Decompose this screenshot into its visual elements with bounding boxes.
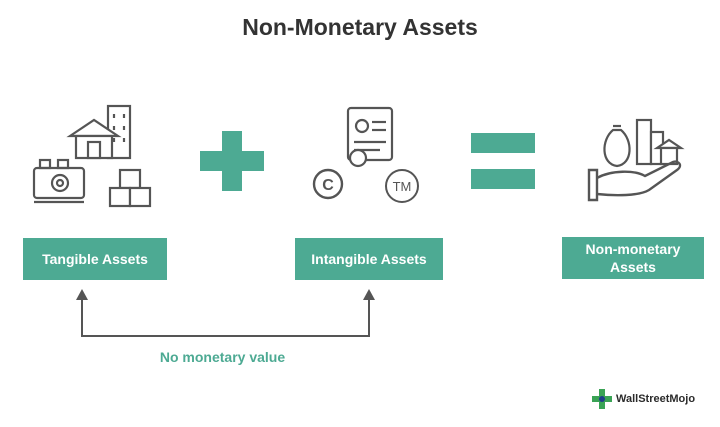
tangible-assets-box: Tangible Assets	[23, 238, 167, 280]
intangible-assets-label: Intangible Assets	[311, 251, 427, 267]
intangible-assets-box: Intangible Assets	[295, 238, 443, 280]
intangible-assets-icons: C TM	[312, 106, 419, 203]
tangible-assets-icons	[32, 104, 152, 208]
machine-gear-icon	[32, 158, 86, 204]
logo-mark-icon	[592, 389, 612, 409]
non-monetary-assets-icon	[587, 118, 685, 202]
buildings-icon	[635, 118, 685, 166]
copyright-symbol: C	[322, 177, 334, 194]
non-monetary-assets-box: Non-monetary Assets	[562, 237, 704, 279]
no-monetary-value-caption: No monetary value	[159, 349, 286, 365]
tangible-assets-label: Tangible Assets	[42, 251, 148, 267]
copyright-icon	[312, 168, 344, 200]
hand-icon	[587, 160, 682, 202]
non-monetary-assets-label-line2: Assets	[610, 259, 656, 275]
wallstreetmojo-logo: WallStreetMojo	[592, 389, 695, 409]
house-icon	[66, 118, 122, 160]
certificate-icon	[346, 106, 394, 168]
money-bag-icon	[603, 124, 631, 168]
equals-icon	[471, 133, 535, 189]
trademark-symbol: TM	[393, 179, 412, 194]
logo-text: WallStreetMojo	[616, 393, 696, 405]
trademark-icon	[385, 169, 419, 203]
plus-icon	[200, 131, 264, 191]
boxes-icon	[108, 168, 152, 208]
diagram-title: Non-Monetary Assets	[242, 14, 478, 40]
non-monetary-assets-label-line1: Non-monetary	[585, 241, 681, 257]
